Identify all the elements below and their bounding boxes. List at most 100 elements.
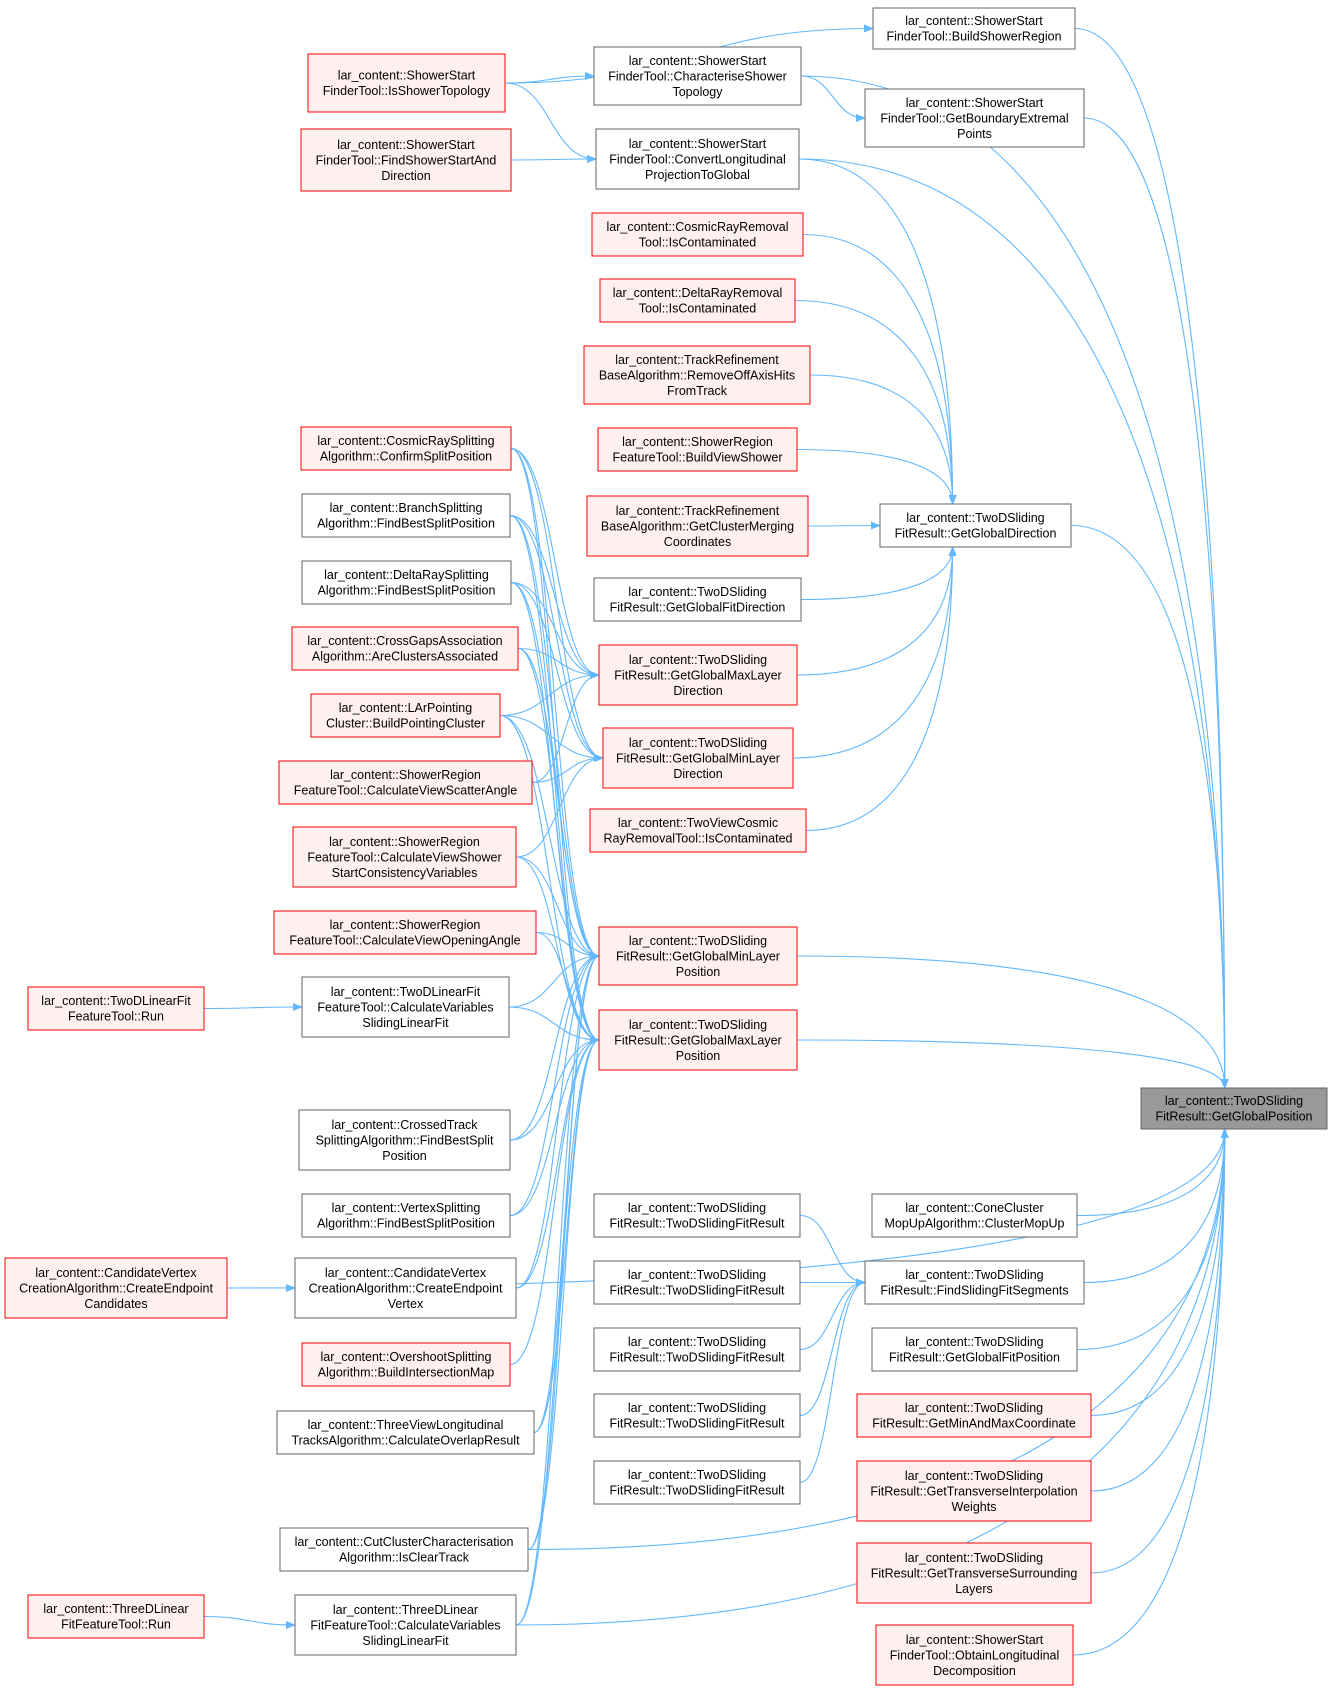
- node-get-transverse-interp[interactable]: lar_content::TwoDSlidingFitResult::GetTr…: [856, 1460, 1092, 1522]
- edge-convert-longitudinal-to-get-global-direction: [798, 158, 957, 505]
- node-opening-angle[interactable]: lar_content::ShowerRegionFeatureTool::Ca…: [273, 910, 537, 955]
- edge-get-global-fit-direction-to-get-global-direction: [800, 546, 957, 601]
- node-label-line: lar_content::CosmicRayRemoval: [606, 220, 788, 234]
- node-label-line: Points: [957, 127, 992, 141]
- edge-two-view-cosmic-to-get-global-direction: [805, 546, 957, 832]
- node-cross-gaps[interactable]: lar_content::CrossGapsAssociationAlgorit…: [291, 626, 519, 671]
- node-label-line: CreationAlgorithm::CreateEndpoint: [309, 1281, 503, 1295]
- edge-shower-region-build-view-to-get-global-direction: [796, 448, 957, 505]
- node-three-dlinear-run[interactable]: lar_content::ThreeDLinearFitFeatureTool:…: [27, 1594, 205, 1639]
- edge-track-ref-get-cluster-to-get-global-direction: [807, 521, 881, 530]
- node-convert-longitudinal[interactable]: lar_content::ShowerStartFinderTool::Conv…: [595, 128, 800, 190]
- node-get-min-and-max[interactable]: lar_content::TwoDSlidingFitResult::GetMi…: [856, 1393, 1092, 1438]
- node-label-line: lar_content::TwoDSliding: [628, 1468, 766, 1482]
- node-label-line: lar_content::TwoViewCosmic: [618, 816, 778, 830]
- node-label-line: Decomposition: [933, 1664, 1016, 1678]
- node-get-boundary-extremal[interactable]: lar_content::ShowerStartFinderTool::GetB…: [864, 88, 1085, 148]
- node-consistency[interactable]: lar_content::ShowerRegionFeatureTool::Ca…: [292, 826, 517, 888]
- node-delta-ray-splitting[interactable]: lar_content::DeltaRaySplittingAlgorithm:…: [301, 560, 512, 605]
- node-track-ref-remove-off[interactable]: lar_content::TrackRefinementBaseAlgorith…: [583, 345, 811, 405]
- edge-two-dlinear-fit-run-to-two-dlinear-calc: [203, 1003, 303, 1012]
- node-candidate-endpoint-candidates[interactable]: lar_content::CandidateVertexCreationAlgo…: [4, 1257, 228, 1319]
- node-label-line: lar_content::ThreeViewLongitudinal: [308, 1418, 504, 1432]
- node-tdsfr2[interactable]: lar_content::TwoDSlidingFitResult::TwoDS…: [593, 1260, 801, 1305]
- node-box: [593, 1393, 801, 1438]
- node-label-line: lar_content::TwoDSliding: [629, 736, 767, 750]
- node-box: [856, 1393, 1092, 1438]
- node-label-line: lar_content::TwoDSliding: [628, 1335, 766, 1349]
- node-get-transverse-surround[interactable]: lar_content::TwoDSlidingFitResult::GetTr…: [856, 1542, 1092, 1604]
- node-get-global-direction[interactable]: lar_content::TwoDSlidingFitResult::GetGl…: [879, 503, 1072, 548]
- node-box: [879, 503, 1072, 548]
- node-cosmic-ray-removal[interactable]: lar_content::CosmicRayRemovalTool::IsCon…: [591, 212, 804, 257]
- node-lar-pointing[interactable]: lar_content::LArPointingCluster::BuildPo…: [310, 693, 501, 738]
- node-tdsfr1[interactable]: lar_content::TwoDSlidingFitResult::TwoDS…: [593, 1193, 801, 1238]
- node-cone-cluster[interactable]: lar_content::ConeClusterMopUpAlgorithm::…: [871, 1193, 1078, 1238]
- node-find-shower-start[interactable]: lar_content::ShowerStartFinderTool::Find…: [300, 128, 512, 192]
- edge-cosmic-ray-removal-to-get-global-direction: [802, 233, 957, 505]
- node-characterise-shower[interactable]: lar_content::ShowerStartFinderTool::Char…: [593, 46, 802, 106]
- node-build-shower-region[interactable]: lar_content::ShowerStartFinderTool::Buil…: [872, 7, 1076, 50]
- node-crossed-track[interactable]: lar_content::CrossedTrackSplittingAlgori…: [298, 1109, 511, 1171]
- node-label-line: lar_content::CutClusterCharacterisation: [295, 1535, 514, 1549]
- node-get-global-min-layer-pos[interactable]: lar_content::TwoDSlidingFitResult::GetGl…: [598, 926, 798, 986]
- edge-lar-pointing-to-get-global-max-layer-dir: [499, 671, 600, 717]
- node-three-dlinear-calc[interactable]: lar_content::ThreeDLinearFitFeatureTool:…: [294, 1594, 517, 1656]
- node-label-line: FitResult::GetTransverseSurrounding: [871, 1566, 1078, 1580]
- node-box: [864, 1260, 1085, 1305]
- edge-cross-gaps-to-get-global-max-layer-dir: [517, 647, 600, 679]
- edge-cross-gaps-to-get-global-min-layer-pos: [517, 647, 600, 960]
- node-box: [595, 128, 800, 190]
- node-two-view-cosmic[interactable]: lar_content::TwoViewCosmicRayRemovalTool…: [589, 808, 807, 853]
- node-label-line: Algorithm::FindBestSplitPosition: [317, 517, 495, 531]
- node-get-global-max-layer-dir[interactable]: lar_content::TwoDSlidingFitResult::GetGl…: [598, 644, 798, 706]
- node-get-global-fit-direction[interactable]: lar_content::TwoDSlidingFitResult::GetGl…: [593, 577, 802, 622]
- node-label-line: Algorithm::BuildIntersectionMap: [318, 1366, 495, 1380]
- node-delta-ray-removal[interactable]: lar_content::DeltaRayRemovalTool::IsCont…: [599, 278, 796, 323]
- node-cosmic-ray-splitting[interactable]: lar_content::CosmicRaySplittingAlgorithm…: [300, 426, 512, 471]
- edge-branch-splitting-to-get-global-max-layer-dir: [509, 514, 600, 679]
- node-label-line: lar_content::TrackRefinement: [615, 353, 779, 367]
- node-two-dlinear-fit-run[interactable]: lar_content::TwoDLinearFitFeatureTool::R…: [27, 986, 205, 1031]
- node-vertex-splitting[interactable]: lar_content::VertexSplittingAlgorithm::F…: [301, 1193, 511, 1238]
- node-tdsfr5[interactable]: lar_content::TwoDSlidingFitResult::TwoDS…: [593, 1460, 801, 1505]
- node-scatter-angle[interactable]: lar_content::ShowerRegionFeatureTool::Ca…: [278, 760, 533, 805]
- edge-candidate-endpoint-vertex-to-get-global-min-layer-pos: [515, 952, 600, 1289]
- node-obtain-longitudinal[interactable]: lar_content::ShowerStartFinderTool::Obta…: [875, 1624, 1074, 1686]
- node-find-sliding-fit-segments[interactable]: lar_content::TwoDSlidingFitResult::FindS…: [864, 1260, 1085, 1305]
- node-track-ref-get-cluster[interactable]: lar_content::TrackRefinementBaseAlgorith…: [586, 495, 809, 557]
- node-overshoot-splitting[interactable]: lar_content::OvershootSplittingAlgorithm…: [301, 1342, 511, 1387]
- node-get-global-min-layer-dir[interactable]: lar_content::TwoDSlidingFitResult::GetGl…: [602, 727, 794, 789]
- node-label-line: lar_content::CandidateVertex: [35, 1266, 197, 1280]
- node-label-line: lar_content::ShowerRegion: [329, 835, 480, 849]
- node-is-shower-topology[interactable]: lar_content::ShowerStartFinderTool::IsSh…: [307, 53, 506, 113]
- node-label-line: FeatureTool::CalculateViewOpeningAngle: [289, 934, 520, 948]
- node-label-line: Coordinates: [664, 535, 731, 549]
- node-shower-region-build-view[interactable]: lar_content::ShowerRegionFeatureTool::Bu…: [597, 427, 798, 472]
- node-label-line: FitFeatureTool::CalculateVariables: [310, 1618, 500, 1632]
- node-get-global-max-layer-pos[interactable]: lar_content::TwoDSlidingFitResult::GetGl…: [598, 1009, 798, 1071]
- edge-get-transverse-interp-to-target: [1090, 1128, 1229, 1492]
- node-get-global-fit-position[interactable]: lar_content::TwoDSlidingFitResult::GetGl…: [871, 1327, 1078, 1372]
- node-tdsfr4[interactable]: lar_content::TwoDSlidingFitResult::TwoDS…: [593, 1393, 801, 1438]
- edge-three-view-longitudinal-to-get-global-min-layer-pos: [533, 952, 600, 1434]
- edge-two-dlinear-calc-to-get-global-max-layer-pos: [508, 1006, 600, 1044]
- node-box: [598, 1009, 798, 1071]
- edge-find-sliding-fit-segments-to-target: [1083, 1128, 1229, 1284]
- node-label-line: lar_content::TwoDSliding: [629, 934, 767, 948]
- node-candidate-endpoint-vertex[interactable]: lar_content::CandidateVertexCreationAlgo…: [294, 1257, 517, 1319]
- node-target[interactable]: lar_content::TwoDSlidingFitResult::GetGl…: [1140, 1087, 1328, 1130]
- node-branch-splitting[interactable]: lar_content::BranchSplittingAlgorithm::F…: [301, 493, 511, 538]
- node-box: [301, 1193, 511, 1238]
- node-three-view-longitudinal[interactable]: lar_content::ThreeViewLongitudinalTracks…: [276, 1410, 535, 1455]
- node-box: [856, 1542, 1092, 1604]
- node-box: [27, 1594, 205, 1639]
- node-cut-cluster[interactable]: lar_content::CutClusterCharacterisationA…: [279, 1527, 529, 1572]
- node-label-line: lar_content::TwoDSliding: [1165, 1094, 1303, 1108]
- edge-vertex-splitting-to-get-global-max-layer-pos: [509, 1036, 600, 1217]
- node-tdsfr3[interactable]: lar_content::TwoDSlidingFitResult::TwoDS…: [593, 1327, 801, 1372]
- node-two-dlinear-calc[interactable]: lar_content::TwoDLinearFitFeatureTool::C…: [301, 976, 510, 1038]
- node-label-line: lar_content::ShowerStart: [629, 54, 767, 68]
- edge-candidate-endpoint-vertex-to-get-global-max-layer-pos: [515, 1036, 600, 1289]
- node-label-line: FitResult::TwoDSlidingFitResult: [609, 1484, 785, 1498]
